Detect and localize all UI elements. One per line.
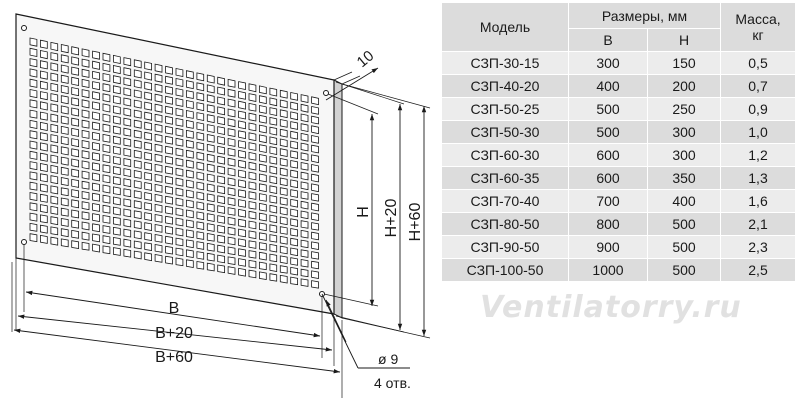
- mount-hole-bottom-left: [21, 239, 27, 245]
- mount-hole-top-left: [21, 25, 27, 31]
- cell-mass: 2,3: [721, 236, 796, 259]
- header-mass: Масса, кг: [721, 3, 796, 52]
- cell-mass: 0,7: [721, 75, 796, 98]
- cell-b: 600: [569, 167, 648, 190]
- cell-mass: 1,2: [721, 144, 796, 167]
- cell-mass: 2,5: [721, 259, 796, 282]
- vertical-extension-lines: [323, 81, 431, 339]
- cell-h: 150: [648, 52, 721, 75]
- cell-h: 300: [648, 144, 721, 167]
- mount-hole-top-right: [323, 90, 329, 96]
- grille-technical-drawing: H H+20 H+60 10 B B+20 B+60 ø 9 4 отв.: [11, 13, 431, 398]
- site-watermark: Ventilatorry.ru: [480, 290, 742, 325]
- cell-b: 700: [569, 190, 648, 213]
- cell-model: СЗП-80-50: [442, 213, 569, 236]
- cell-model: СЗП-30-15: [442, 52, 569, 75]
- cell-b: 800: [569, 213, 648, 236]
- cell-model: СЗП-90-50: [442, 236, 569, 259]
- dim-label-b20: B+20: [155, 325, 193, 342]
- header-h: H: [648, 29, 721, 52]
- cell-b: 400: [569, 75, 648, 98]
- dim-label-thickness: 10: [354, 47, 378, 71]
- cell-model: СЗП-50-30: [442, 121, 569, 144]
- cell-model: СЗП-70-40: [442, 190, 569, 213]
- cell-mass: 1,0: [721, 121, 796, 144]
- dim-line-b60: [13, 328, 341, 374]
- header-model: Модель: [442, 3, 569, 52]
- cell-b: 300: [569, 52, 648, 75]
- cell-model: СЗП-40-20: [442, 75, 569, 98]
- cell-h: 200: [648, 75, 721, 98]
- cell-b: 600: [569, 144, 648, 167]
- grille-panel: [15, 13, 343, 319]
- cell-h: 500: [648, 236, 721, 259]
- cell-mass: 1,3: [721, 167, 796, 190]
- dim-label-h20: H+20: [383, 199, 400, 238]
- dim-label-h: H: [355, 206, 372, 218]
- cell-h: 300: [648, 121, 721, 144]
- perforation-grid: [29, 37, 319, 289]
- cell-b: 500: [569, 98, 648, 121]
- hole-diameter-label: ø 9: [378, 351, 398, 367]
- cell-mass: 0,9: [721, 98, 796, 121]
- cell-model: СЗП-60-30: [442, 144, 569, 167]
- specifications-table: Модель Размеры, мм Масса, кг B H СЗП-30-…: [442, 3, 796, 282]
- hole-count-label: 4 отв.: [374, 375, 411, 391]
- dim-label-b60: B+60: [155, 349, 193, 366]
- cell-b: 900: [569, 236, 648, 259]
- cell-mass: 0,5: [721, 52, 796, 75]
- header-dimensions: Размеры, мм: [569, 3, 721, 29]
- header-b: B: [569, 29, 648, 52]
- cell-mass: 1,6: [721, 190, 796, 213]
- cell-b: 500: [569, 121, 648, 144]
- cell-h: 250: [648, 98, 721, 121]
- cell-model: СЗП-60-35: [442, 167, 569, 190]
- cell-model: СЗП-50-25: [442, 98, 569, 121]
- cell-h: 400: [648, 190, 721, 213]
- cell-b: 1000: [569, 259, 648, 282]
- cell-h: 500: [648, 213, 721, 236]
- dim-label-b: B: [169, 300, 180, 317]
- cell-mass: 2,1: [721, 213, 796, 236]
- cell-model: СЗП-100-50: [442, 259, 569, 282]
- cell-h: 350: [648, 167, 721, 190]
- hole-callout: ø 9 4 отв.: [321, 293, 411, 391]
- cell-h: 500: [648, 259, 721, 282]
- dim-label-h60: H+60: [407, 203, 424, 242]
